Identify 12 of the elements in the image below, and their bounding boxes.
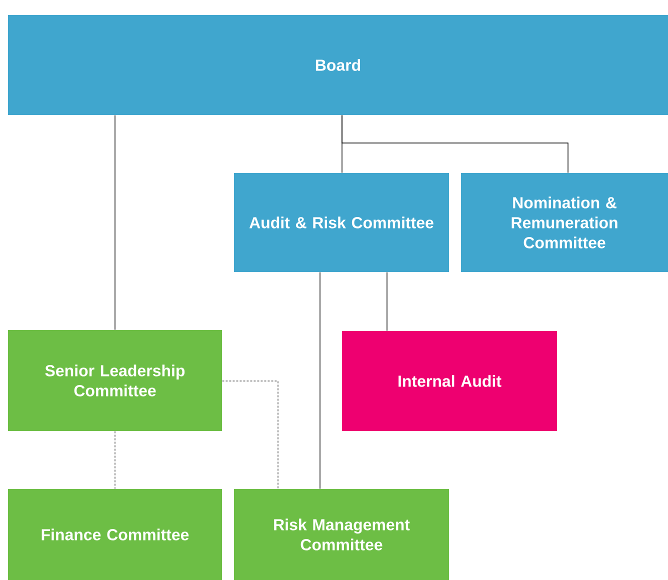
committee-box: Board xyxy=(8,15,668,115)
committee-box: Risk Management Committee xyxy=(234,489,449,580)
committee-box: Audit & Risk Committee xyxy=(234,173,449,272)
connector-line xyxy=(386,272,388,332)
connector-line xyxy=(342,114,568,174)
committee-box: Finance Committee xyxy=(8,489,222,580)
connector-line xyxy=(114,114,116,330)
committee-box: Nomination & Remuneration Committee xyxy=(461,173,668,272)
committee-box: Internal Audit xyxy=(342,331,557,431)
connector-line xyxy=(114,430,116,490)
committee-box: Senior Leadership Committee xyxy=(8,330,222,431)
connector-line xyxy=(222,380,278,490)
